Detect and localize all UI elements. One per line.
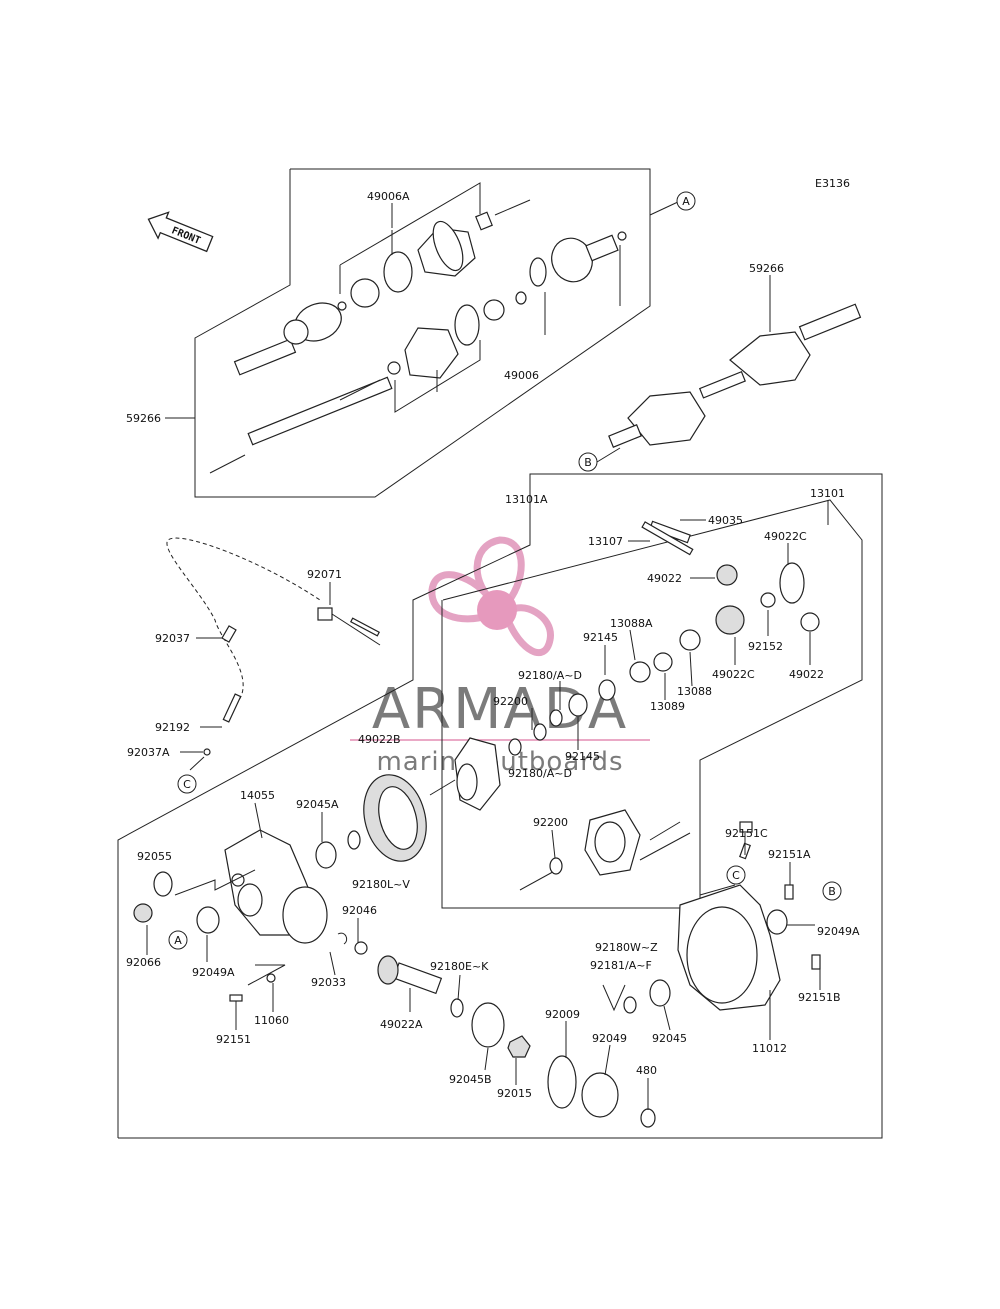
cv-joint-inner [387,231,627,413]
callouts: A B C C B A [168,191,842,950]
label-49035: 49035 [708,514,743,527]
label-480: 480 [636,1064,657,1077]
label-92049: 92049 [592,1032,627,1045]
callout-c-right [726,865,746,885]
label-92151B: 92151B [798,991,841,1004]
label-49022A: 49022A [380,1018,423,1031]
drive-shaft-assembled [596,303,862,463]
label-92180AD-bot: 92180/A~D [508,767,572,780]
callout-b-right [822,881,842,901]
label-13088: 13088 [677,685,712,698]
label-92009: 92009 [545,1008,580,1021]
label-92049A-right: 92049A [817,925,860,938]
cv-joint-outer [233,182,531,376]
propeller-icon [428,536,554,656]
label-49022B: 49022B [358,733,401,746]
label-11060: 11060 [254,1014,289,1027]
label-92045: 92045 [652,1032,687,1045]
label-14055: 14055 [240,789,275,802]
callout-a-left [168,930,188,950]
label-92049A-left: 92049A [192,966,235,979]
callout-c-left-label: C [183,778,191,791]
label-92033: 92033 [311,976,346,989]
label-92046: 92046 [342,904,377,917]
callout-a-top-label: A [682,195,690,208]
label-92066: 92066 [126,956,161,969]
label-13088A: 13088A [610,617,653,630]
label-92181AF: 92181/A~F [590,959,652,972]
drive-shaft-group [165,168,681,498]
label-92200-top: 92200 [493,695,528,708]
label-92145-bot: 92145 [565,750,600,763]
label-49006: 49006 [504,369,539,382]
label-13101: 13101 [810,487,845,500]
leader-lines [146,203,821,1110]
callout-b-top [578,452,598,472]
callout-b-right-label: B [828,885,836,898]
internal-parts [363,520,820,891]
label-13107: 13107 [588,535,623,548]
label-59266-right: 59266 [749,262,784,275]
label-49022-right: 49022 [789,668,824,681]
watermark-logo: ARMADA marine outboards [350,536,650,777]
label-92015: 92015 [497,1087,532,1100]
label-49006A: 49006A [367,190,410,203]
watermark-brand: ARMADA [372,677,628,742]
callout-c-right-label: C [732,869,740,882]
label-92055: 92055 [137,850,172,863]
label-92045B: 92045B [449,1073,492,1086]
label-92180AD-top: 92180/A~D [518,669,582,682]
diagram-code: E3136 [815,177,850,190]
label-92151A: 92151A [768,848,811,861]
callout-c-left [177,774,197,794]
label-92180EK: 92180E~K [430,960,489,973]
label-92045A: 92045A [296,798,339,811]
label-49022C-top: 49022C [764,530,807,543]
label-11012: 11012 [752,1042,787,1055]
sensor-cable [166,537,381,756]
callout-b-top-label: B [584,456,592,469]
label-59266-left: 59266 [126,412,161,425]
label-49022-left: 49022 [647,572,682,585]
label-92151C: 92151C [725,827,768,840]
label-92180WZ: 92180W~Z [595,941,658,954]
front-arrow-icon: FRONT [147,211,214,253]
shaft-lower [209,376,393,474]
housings [133,829,821,1128]
label-92037A: 92037A [127,746,170,759]
label-92071: 92071 [307,568,342,581]
callout-a-top [676,191,696,211]
differential-group [117,473,883,1139]
label-92180LV: 92180L~V [352,878,410,891]
callout-a-left-label: A [174,934,182,947]
watermark-tagline: marine outboards [376,747,623,777]
label-92200-mid: 92200 [533,816,568,829]
label-49022C-mid: 49022C [712,668,755,681]
label-92037: 92037 [155,632,190,645]
label-13089: 13089 [650,700,685,713]
part-labels: 49006A 59266 49006 59266 13101A 13101 49… [126,190,860,1100]
label-92151: 92151 [216,1033,251,1046]
label-92192: 92192 [155,721,190,734]
label-92152: 92152 [748,640,783,653]
label-92145-top: 92145 [583,631,618,644]
label-13101A: 13101A [505,493,548,506]
